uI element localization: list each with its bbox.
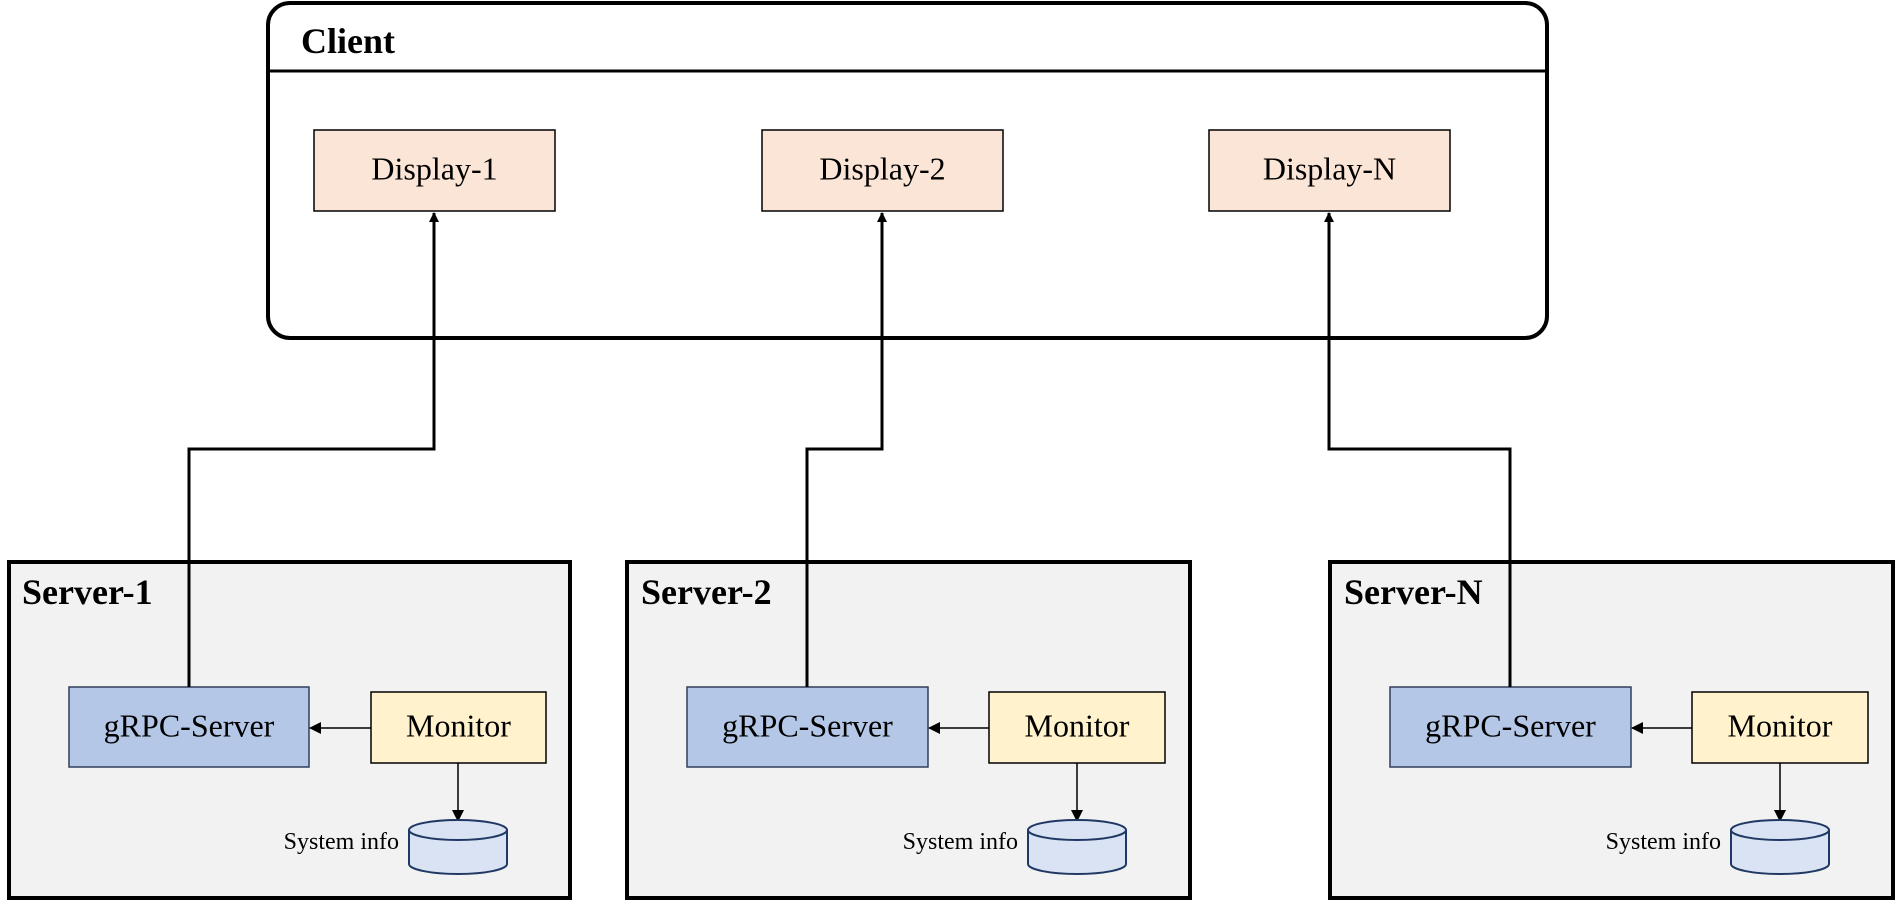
grpc-server-label-n: gRPC-Server [1425,707,1596,743]
monitor-box-1: Monitor [370,691,547,764]
server-panel-n: Server-N gRPC-Server Monitor System info [1328,560,1895,900]
monitor-label-n: Monitor [1728,707,1833,743]
monitor-label-1: Monitor [406,707,511,743]
grpc-server-box-n: gRPC-Server [1389,686,1632,768]
display-box-2: Display-2 [761,129,1004,212]
database-icon [1730,819,1830,875]
client-title: Client [301,21,395,61]
display-label-2: Display-2 [819,150,945,186]
database-icon [1027,819,1127,875]
display-box-n: Display-N [1208,129,1451,212]
grpc-to-display-connector-2 [805,212,887,687]
system-info-label-n: System info [1606,829,1721,855]
grpc-to-display-connector-1 [187,212,439,687]
server-title-2: Server-2 [641,572,772,612]
monitor-label-2: Monitor [1025,707,1130,743]
server-title-1: Server-1 [22,572,153,612]
server-title-n: Server-N [1344,572,1483,612]
grpc-server-label-2: gRPC-Server [722,707,893,743]
server-panel-1: Server-1 gRPC-Server Monitor System info [7,560,572,900]
server-panel-2: Server-2 gRPC-Server Monitor System info [625,560,1192,900]
grpc-server-label-1: gRPC-Server [104,707,275,743]
grpc-server-box-1: gRPC-Server [68,686,310,768]
system-info-label-1: System info [284,829,399,855]
monitor-box-n: Monitor [1691,691,1869,764]
client-panel: Client Display-1 Display-2 Display-N [266,1,1549,340]
grpc-server-box-2: gRPC-Server [686,686,929,768]
monitor-box-2: Monitor [988,691,1166,764]
database-icon [408,819,508,875]
grpc-to-display-connector-n [1324,212,1512,687]
display-box-1: Display-1 [313,129,556,212]
display-label-n: Display-N [1263,150,1396,186]
display-label-1: Display-1 [371,150,497,186]
system-info-label-2: System info [903,829,1018,855]
